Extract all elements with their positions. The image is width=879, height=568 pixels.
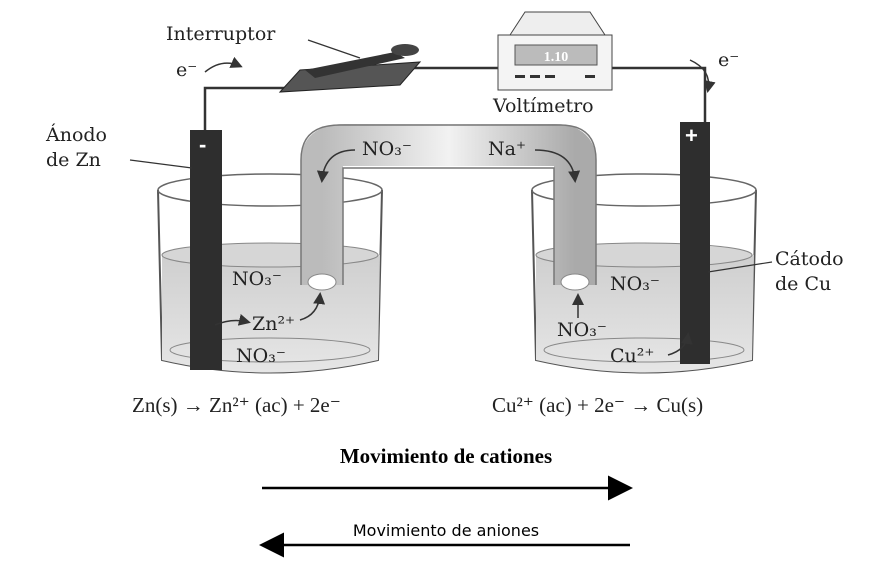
anode-label-line2: de Zn (46, 149, 101, 171)
copper-cathode (680, 122, 710, 364)
right-nitrate-bottom: NO₃⁻ (557, 319, 607, 341)
cathode-equation: Cu²⁺ (ac) + 2e⁻ → Cu(s) (492, 393, 703, 417)
bridge-cation-label: Na⁺ (488, 138, 526, 160)
anode-sign: - (199, 132, 206, 157)
voltmeter-reading: 1.10 (544, 50, 569, 65)
switch-label: Interruptor (166, 23, 276, 45)
left-zinc-ion: Zn²⁺ (252, 313, 295, 335)
voltmeter-label: Voltímetro (492, 95, 594, 117)
electron-right-label: e⁻ (718, 49, 739, 71)
salt-bridge (301, 124, 596, 285)
wire (203, 66, 707, 135)
cations-movement-label: Movimiento de cationes (340, 444, 552, 468)
zinc-anode (190, 130, 222, 370)
right-copper-ion: Cu²⁺ (610, 345, 654, 367)
bridge-anion-label: NO₃⁻ (362, 138, 412, 160)
cathode-label-line2: de Cu (775, 273, 831, 295)
cathode-sign: + (685, 123, 698, 148)
switch-icon (278, 44, 422, 93)
anode-label-line1: Ánodo (45, 123, 107, 146)
anions-movement-label: Movimiento de aniones (353, 521, 539, 540)
electron-left-label: e⁻ (176, 59, 197, 81)
anode-equation: Zn(s) → Zn²⁺ (ac) + 2e⁻ (132, 393, 341, 417)
left-nitrate-bottom: NO₃⁻ (236, 345, 286, 367)
right-nitrate-top: NO₃⁻ (610, 273, 660, 295)
cathode-label-line1: Cátodo (775, 248, 844, 270)
voltmeter-icon (497, 11, 613, 91)
left-nitrate-top: NO₃⁻ (232, 268, 282, 290)
